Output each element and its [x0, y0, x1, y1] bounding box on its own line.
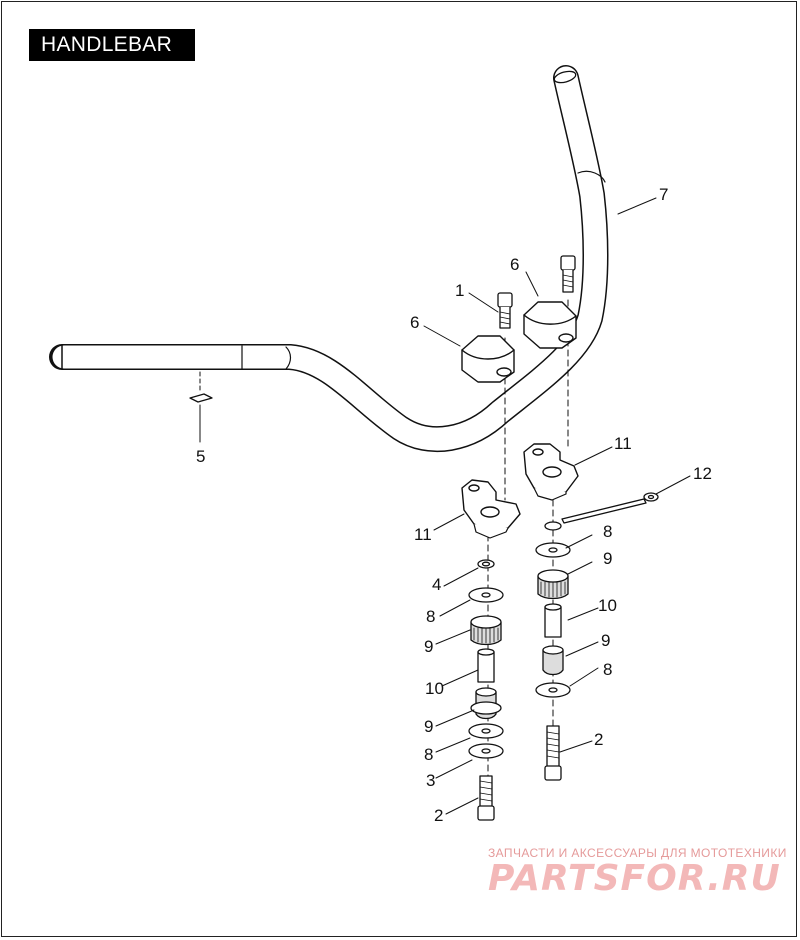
clip-part-5 [189, 371, 213, 403]
callout-2-right: 2 [594, 730, 604, 749]
callout-4: 4 [432, 575, 442, 594]
watermark-tagline: ЗАПЧАСТИ И АКСЕССУАРЫ ДЛЯ МОТОТЕХНИКИ [488, 846, 787, 860]
riser-part-11-left [461, 479, 521, 539]
callout-6-left: 6 [410, 313, 420, 332]
callout-9-right-bottom: 9 [601, 631, 611, 650]
callout-11-right: 11 [614, 434, 632, 453]
callout-5: 5 [196, 447, 206, 466]
callout-1: 1 [455, 281, 465, 300]
callout-12: 12 [693, 464, 712, 483]
callout-10-right: 10 [598, 596, 617, 615]
callout-9-left-bottom: 9 [424, 717, 434, 736]
callout-9-left-top: 9 [424, 637, 434, 656]
callout-11-left: 11 [414, 525, 432, 544]
callout-9-right-top: 9 [603, 549, 613, 568]
upper-clamp-right [523, 301, 577, 349]
callout-2-left: 2 [434, 806, 444, 825]
handlebar-part [49, 65, 609, 453]
riser-part-11-right [523, 443, 579, 501]
callout-3: 3 [426, 771, 436, 790]
screw-part-1 [497, 255, 576, 329]
upper-clamp-left [461, 335, 515, 383]
callout-8-right-bottom: 8 [603, 660, 613, 679]
callout-7: 7 [659, 185, 669, 204]
callout-6-right: 6 [510, 255, 520, 274]
callout-10-left: 10 [425, 679, 444, 698]
callout-8-left-top: 8 [426, 607, 436, 626]
leader-lines [199, 197, 691, 815]
stack-right [535, 542, 571, 781]
watermark-logo: PARTSFOR.RU [488, 858, 781, 899]
callout-8-left-bottom: 8 [424, 745, 434, 764]
ground-strap-12 [544, 492, 659, 531]
callout-8-right-top: 8 [603, 522, 613, 541]
stack-left [468, 559, 504, 821]
page-title: HANDLEBAR [29, 29, 195, 61]
